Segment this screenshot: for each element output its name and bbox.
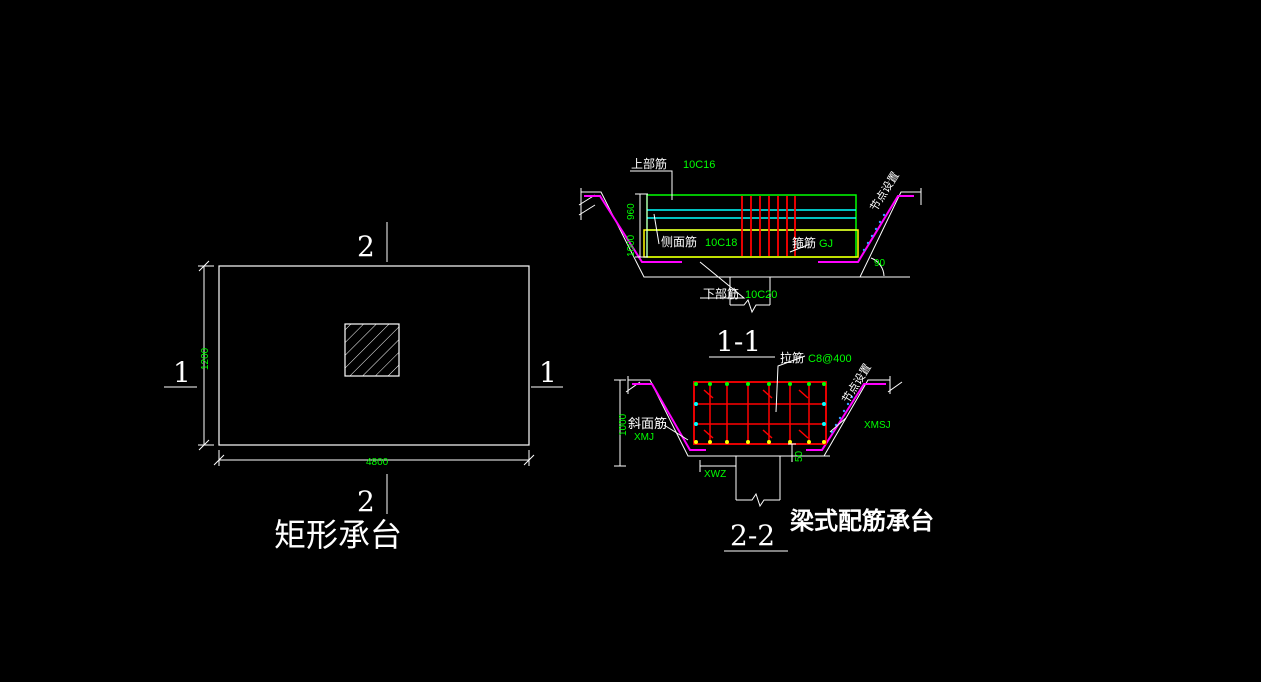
dims-1-1-left (635, 193, 648, 258)
angle-arc-90 (870, 257, 885, 277)
leaders-1-1 (630, 170, 811, 299)
section-mark-top: 2 (357, 230, 375, 263)
column-hatch (344, 323, 400, 377)
tie-spec: C8@400 (808, 353, 852, 365)
dimension-width (213, 450, 535, 466)
section-1-1: 960 1000 90 上部筋 10C16 侧面筋 10C18 箍筋 GJ 下部… (578, 156, 922, 358)
red-cage (693, 381, 827, 445)
plan-view: 2 2 1 1 4800 1200 矩形承台 (164, 222, 563, 554)
stirrups-red (741, 196, 796, 256)
dim-1000-text-1-1: 1000 (626, 234, 637, 257)
stirrup-label: 箍筋 (792, 235, 816, 250)
angle-text: 90 (874, 258, 886, 269)
rebar-dots-bottom (694, 440, 826, 444)
section-mark-right: 1 (539, 356, 557, 389)
tie-label: 拉筋 (780, 350, 804, 365)
section-mark-left: 1 (173, 356, 191, 389)
dim-960-text: 960 (626, 203, 637, 220)
magenta-slope-rebar-2-left (632, 383, 706, 451)
magenta-slope-rebar-right (818, 195, 914, 263)
slope-rebar-spec: XMJ (634, 432, 654, 443)
bottom-rebar-label: 下部筋 (703, 286, 739, 301)
section-1-1-outline (578, 188, 922, 314)
leaders-2-2 (663, 355, 847, 472)
rebar-dots-top (694, 382, 826, 386)
beam-cap-title: 梁式配筋承台 (789, 507, 934, 535)
top-rebar-spec: 10C16 (683, 159, 715, 171)
section-1-1-label: 1-1 (716, 325, 761, 358)
stirrup-spec: GJ (819, 238, 833, 250)
cap-outline (218, 265, 530, 446)
dim-width-text: 4800 (366, 457, 389, 468)
plan-title: 矩形承台 (274, 516, 402, 554)
side-rebar-label: 侧面筋 (661, 234, 697, 249)
dim-1000-text-2-2: 1000 (618, 413, 629, 436)
section-2-2-outline (625, 376, 903, 508)
dim-50-text: 50 (794, 450, 805, 462)
bottom-rebar-spec: 10C20 (745, 289, 777, 301)
slope-dots-1-1 (862, 213, 886, 252)
dim-height-text: 1200 (200, 347, 211, 370)
dims-2-2-left (614, 379, 626, 467)
xwz-text: XWZ (704, 469, 726, 480)
side-rebar-spec: 10C18 (705, 237, 737, 249)
section-2-2-label: 2-2 (730, 519, 775, 552)
rebar-dots-side (694, 402, 826, 426)
dimension-height (198, 260, 214, 451)
magenta-slope-rebar-2-right (806, 383, 886, 451)
node-setting-1-1: 节点设置 (868, 169, 902, 213)
red-cage-grid (694, 382, 826, 444)
xmsj-text: XMSJ (864, 420, 891, 431)
section-mark-bottom: 2 (357, 485, 375, 518)
magenta-slope-rebar-left (584, 195, 682, 263)
slope-rebar-label: 斜面筋 (628, 416, 667, 432)
top-rebar-label: 上部筋 (631, 156, 667, 171)
